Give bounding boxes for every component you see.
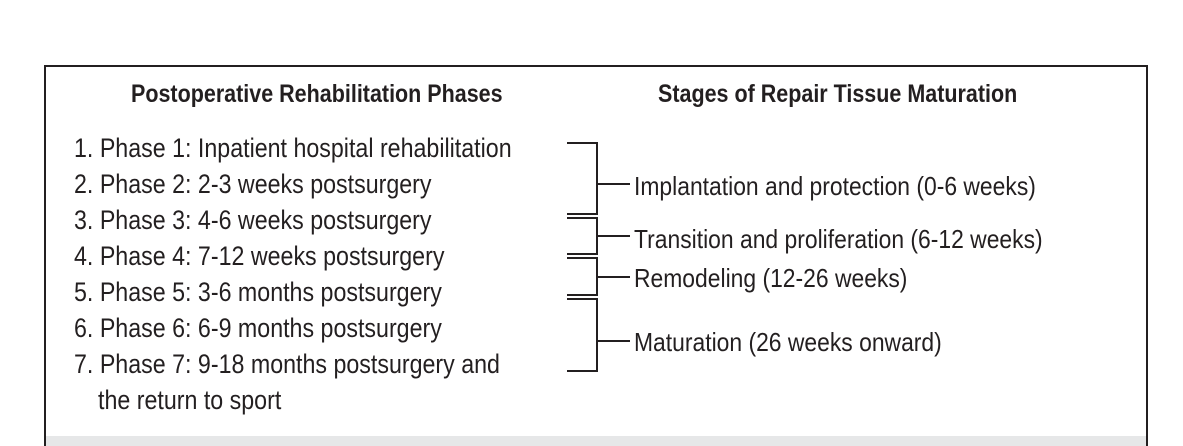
phase-2: 2. Phase 2: 2-3 weeks postsurgery <box>74 169 432 199</box>
stage-remodeling: Remodeling (12-26 weeks) <box>634 263 908 293</box>
phase-5: 5. Phase 5: 3-6 months postsurgery <box>74 277 442 307</box>
bracket-maturation <box>567 298 630 372</box>
bracket-implantation <box>567 142 630 215</box>
diagram-frame <box>44 65 1148 446</box>
stage-maturation: Maturation (26 weeks onward) <box>634 327 942 357</box>
phase-7-continuation: the return to sport <box>98 385 282 415</box>
stage-implantation: Implantation and protection (0-6 weeks) <box>634 171 1036 201</box>
phase-7: 7. Phase 7: 9-18 months postsurgery and <box>74 349 500 379</box>
phase-3: 3. Phase 3: 4-6 weeks postsurgery <box>74 205 432 235</box>
phase-6: 6. Phase 6: 6-9 months postsurgery <box>74 313 442 343</box>
footer-band <box>46 436 1146 446</box>
phases-heading: Postoperative Rehabilitation Phases <box>131 80 503 108</box>
bracket-transition <box>567 217 630 255</box>
phase-1: 1. Phase 1: Inpatient hospital rehabilit… <box>74 133 512 163</box>
bracket-remodeling <box>567 257 630 296</box>
stages-heading: Stages of Repair Tissue Maturation <box>658 80 1018 108</box>
phase-4: 4. Phase 4: 7-12 weeks postsurgery <box>74 241 445 271</box>
stage-transition: Transition and proliferation (6-12 weeks… <box>634 224 1043 254</box>
